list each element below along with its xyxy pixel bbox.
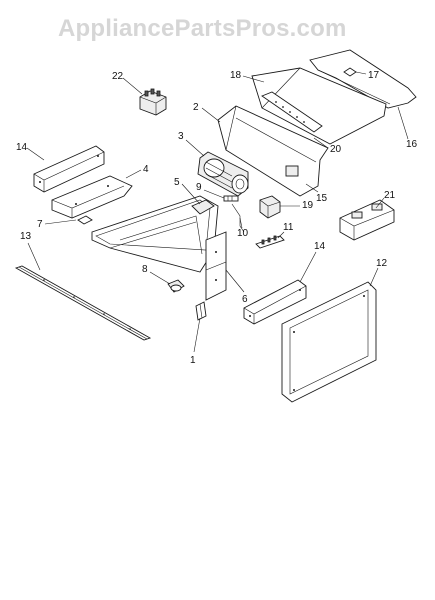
callout-15: 15 xyxy=(316,193,328,204)
part-14-left-bracket xyxy=(33,145,105,193)
callout-12: 12 xyxy=(376,258,388,269)
callout-7: 7 xyxy=(37,219,43,230)
part-1-lower-rail xyxy=(195,301,207,321)
part-3-cooling-fan xyxy=(197,151,249,197)
callout-19: 19 xyxy=(302,200,314,211)
part-4-bracket-plate xyxy=(51,175,133,219)
part-2-control-bracket xyxy=(217,105,329,197)
callout-9: 9 xyxy=(196,182,202,193)
part-19-terminal-block xyxy=(259,195,281,219)
callout-3: 3 xyxy=(178,131,184,142)
part-20-perforated-bracket xyxy=(261,91,323,133)
part-18-insulation-cover xyxy=(251,67,387,145)
callout-21: 21 xyxy=(384,190,396,201)
part-9-connector xyxy=(223,195,239,202)
callout-20: 20 xyxy=(330,144,342,155)
part-7-clip xyxy=(77,215,93,225)
part-14-right-bracket xyxy=(243,279,307,325)
part-5-control-frame xyxy=(91,195,219,273)
callout-5: 5 xyxy=(174,177,180,188)
callout-6: 6 xyxy=(242,294,248,305)
part-13-long-rail xyxy=(14,265,152,341)
callout-17: 17 xyxy=(368,70,380,81)
callout-10: 10 xyxy=(237,228,249,239)
callout-16: 16 xyxy=(406,139,418,150)
part-16-top-panel xyxy=(309,49,417,109)
part-22-relay xyxy=(139,88,167,116)
callout-22: 22 xyxy=(112,71,124,82)
watermark: AppliancePartsPros.com xyxy=(58,15,347,42)
part-6-side-plate xyxy=(205,231,227,301)
callout-14b: 14 xyxy=(314,241,326,252)
callout-8: 8 xyxy=(142,264,148,275)
part-21-hinge-bracket xyxy=(339,199,395,241)
part-10-wire-harness xyxy=(231,203,245,233)
part-8-thermostat xyxy=(167,279,185,293)
part-12-rear-panel xyxy=(281,281,377,403)
callout-13: 13 xyxy=(20,231,32,242)
callout-1: 1 xyxy=(190,355,196,366)
callout-11: 11 xyxy=(283,222,294,233)
callout-18: 18 xyxy=(230,70,242,81)
callout-14a: 14 xyxy=(16,142,28,153)
callout-4: 4 xyxy=(143,164,149,175)
callout-2: 2 xyxy=(193,102,199,113)
part-11-terminal-strip xyxy=(255,235,285,249)
